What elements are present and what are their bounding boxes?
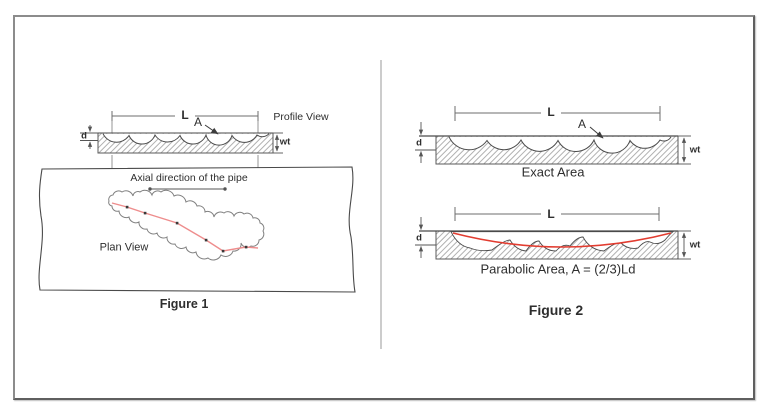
fig1-defect-area-label: A — [193, 115, 203, 129]
corrosion-cloud — [108, 189, 265, 261]
fig2-parabolic-depth-label: d — [416, 232, 422, 244]
fig2-parabolic-wall-thickness-label: wt — [689, 239, 701, 251]
fig2-exact-length-label: L — [547, 105, 555, 119]
fig1-defect-arrow — [204, 124, 219, 135]
fig2-exact-defect-area-label: A — [577, 117, 587, 131]
fig2-parabolic-area-drawing — [415, 207, 691, 260]
fig2-parabolic-length-label: L — [547, 207, 555, 221]
fig1-axial-direction-label: Axial direction of the pipe — [130, 171, 248, 184]
axial-direction-arrow — [148, 187, 227, 191]
fig1-depth-label: d — [81, 130, 87, 142]
fig1-profile-view-drawing — [80, 111, 283, 240]
measurement-points — [125, 205, 248, 253]
parabola-curve — [452, 232, 672, 248]
fig2-exact-depth-label: d — [416, 137, 422, 149]
fig2-defect-arrow — [589, 126, 604, 139]
fig1-wall-thickness-label: wt — [279, 136, 291, 148]
river-bottom-path — [111, 202, 259, 252]
fig2-exact-area-title: Exact Area — [521, 164, 585, 180]
fig1-caption: Figure 1 — [159, 296, 209, 311]
fig2-exact-wall-thickness-label: wt — [689, 144, 701, 156]
fig1-profile-view-label: Profile View — [273, 110, 329, 123]
fig1-length-label: L — [181, 108, 189, 122]
fig1-plan-view-label: Plan View — [99, 241, 149, 254]
fig1-plan-view-drawing — [38, 166, 356, 293]
fig2-exact-area-drawing — [415, 106, 691, 165]
fig2-caption: Figure 2 — [528, 302, 584, 318]
fig2-parabolic-area-title: Parabolic Area, A = (2/3)Ld — [480, 261, 636, 277]
